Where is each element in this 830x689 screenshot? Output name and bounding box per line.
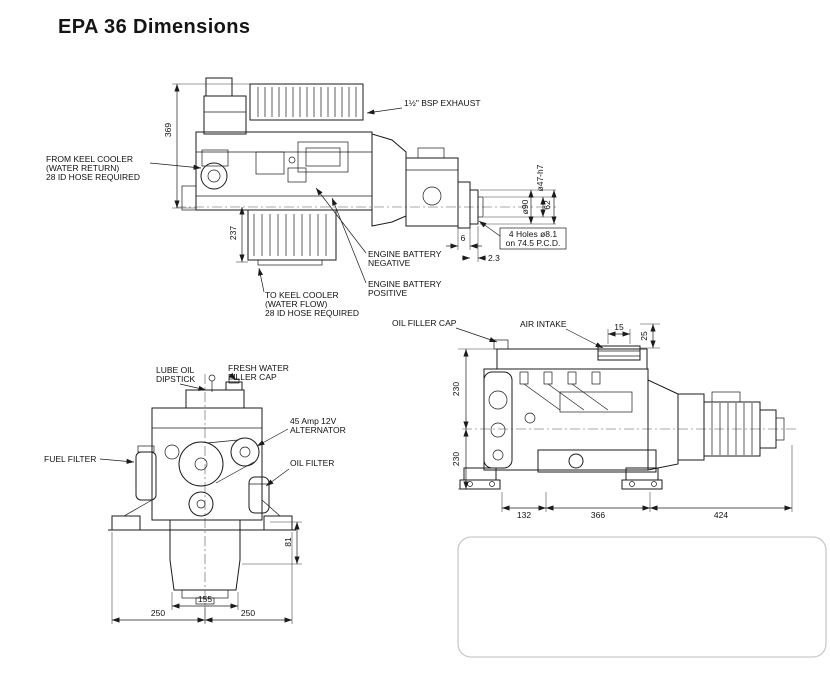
label-oil-filler-cap: OIL FILLER CAP: [392, 318, 457, 328]
dim-15: 15: [614, 322, 624, 332]
side-view-callouts: OIL FILLER CAP AIR INTAKE: [392, 318, 604, 349]
label-from-keel-3: 28 ID HOSE REQUIRED: [46, 172, 140, 182]
label-alternator-2: ALTERNATOR: [290, 425, 346, 435]
dim-62: 62: [542, 200, 552, 210]
placeholder-panel: [457, 536, 827, 658]
label-oil-filter: OIL FILTER: [290, 458, 334, 468]
note-holes-line1: 4 Holes ø8.1: [509, 229, 557, 239]
dim-25: 25: [639, 331, 649, 341]
top-view-callouts: 1½" BSP EXHAUST FROM KEEL COOLER (WATER …: [46, 98, 481, 318]
dim-237: 237: [228, 226, 238, 240]
label-from-keel-1: FROM KEEL COOLER: [46, 154, 133, 164]
label-lube-oil: LUBE OIL: [156, 365, 195, 375]
front-view-callouts: LUBE OIL DIPSTICK FRESH WATER FILLER CAP…: [44, 363, 346, 487]
dim-369: 369: [163, 123, 173, 137]
label-dipstick: DIPSTICK: [156, 374, 196, 384]
label-batt-pos-2: POSITIVE: [368, 288, 408, 298]
front-view-dimensions: 81 155 250 250: [111, 521, 302, 624]
top-view-engine-outline: [181, 77, 484, 266]
label-to-keel-2: (WATER FLOW): [265, 299, 327, 309]
front-view-engine-outline: [108, 374, 296, 605]
dim-81: 81: [283, 537, 293, 547]
dim-155: 155: [198, 594, 212, 604]
label-batt-pos-1: ENGINE BATTERY: [368, 279, 442, 289]
label-fuel-filter: FUEL FILTER: [44, 454, 96, 464]
dim-230-upper: 230: [451, 382, 461, 396]
note-holes-line2: on 74.5 P.C.D.: [506, 238, 561, 248]
dim-424: 424: [714, 510, 728, 520]
label-to-keel-1: TO KEEL COOLER: [265, 290, 339, 300]
dim-2-3: 2.3: [488, 253, 500, 263]
front-view: 81 155 250 250 LUBE OIL DIPSTICK FRESH: [44, 363, 346, 626]
page-title: EPA 36 Dimensions: [58, 16, 251, 38]
dim-250-left: 250: [151, 608, 165, 618]
label-from-keel-2: (WATER RETURN): [46, 163, 119, 173]
side-view-engine-outline: [459, 339, 785, 490]
top-side-view: 369 237 ø90 ø47-h7 62: [46, 77, 567, 318]
dim-250-right: 250: [241, 608, 255, 618]
dim-230-lower: 230: [451, 452, 461, 466]
dim-d90: ø90: [520, 199, 530, 214]
dim-d47: ø47-h7: [535, 164, 545, 191]
label-filler-cap: FILLER CAP: [228, 372, 277, 382]
label-batt-neg-1: ENGINE BATTERY: [368, 249, 442, 259]
label-bsp-exhaust: 1½" BSP EXHAUST: [404, 98, 481, 108]
top-view-dimensions: 369 237 ø90 ø47-h7 62: [163, 83, 567, 263]
label-alternator-1: 45 Amp 12V: [290, 416, 337, 426]
dim-6: 6: [461, 233, 466, 243]
dim-132: 132: [517, 510, 531, 520]
dim-366: 366: [591, 510, 605, 520]
label-batt-neg-2: NEGATIVE: [368, 258, 411, 268]
label-to-keel-3: 28 ID HOSE REQUIRED: [265, 308, 359, 318]
side-view-dimensions: 15 25 230 230 1: [451, 322, 793, 520]
label-fresh-water: FRESH WATER: [228, 363, 289, 373]
label-air-intake: AIR INTAKE: [520, 319, 567, 329]
right-side-view: 15 25 230 230 1: [392, 318, 798, 520]
